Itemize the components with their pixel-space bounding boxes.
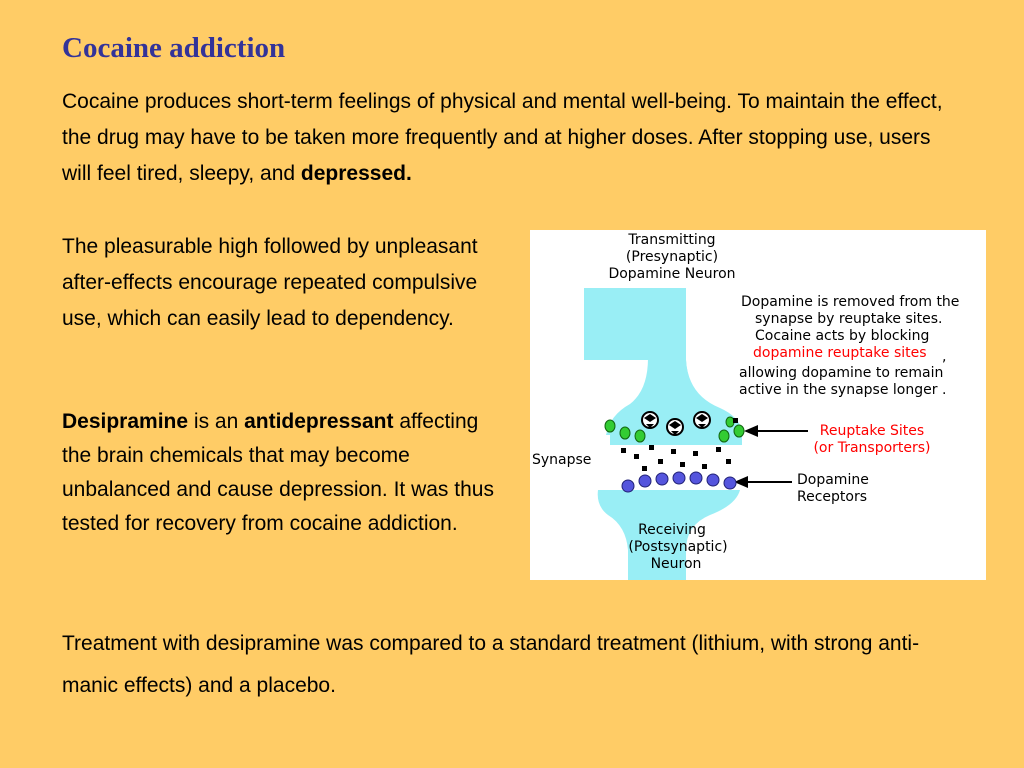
dopamine-dot <box>693 451 698 456</box>
reuptake-label-line-2: (or Transporters) <box>813 440 930 456</box>
dopamine-dot <box>702 464 707 469</box>
dopamine-receptors <box>621 471 737 493</box>
synapse-diagram: Transmitting (Presynaptic) Dopamine Neur… <box>530 230 986 580</box>
desipramine-paragraph: Desipramine is an antidepressant affecti… <box>62 405 512 541</box>
dopamine-dot <box>716 447 721 452</box>
dopamine-receptor <box>655 472 669 486</box>
intro-text: Cocaine produces short-term feelings of … <box>62 90 943 185</box>
antidepressant-term: antidepressant <box>244 410 394 433</box>
synapse-diagram-svg: Transmitting (Presynaptic) Dopamine Neur… <box>532 232 959 580</box>
cocaine-molecule <box>641 411 659 429</box>
desc-line-1: Dopamine is removed from the <box>741 294 959 310</box>
presynaptic-neuron-body <box>606 288 742 435</box>
receptor-label-line-1: Dopamine <box>797 472 869 488</box>
bottom-label-line-2: (Postsynaptic) <box>628 539 727 555</box>
dopamine-dot <box>621 448 626 453</box>
cocaine-molecule <box>693 411 711 429</box>
desc-highlight: dopamine reuptake sites <box>753 345 927 361</box>
dopamine-receptor <box>723 476 737 490</box>
dopamine-dot <box>671 449 676 454</box>
desc-line-5: active in the synapse longer . <box>739 382 946 398</box>
dopamine-dot <box>726 459 731 464</box>
postsynaptic-neuron-shape <box>597 490 740 580</box>
dependency-paragraph: The pleasurable high followed by unpleas… <box>62 235 478 330</box>
desc-line-2: synapse by reuptake sites. <box>755 311 943 327</box>
receptor-label-line-2: Receptors <box>797 489 867 505</box>
intro-paragraph: Cocaine produces short-term feelings of … <box>62 84 962 192</box>
dopamine-receptor <box>689 471 703 485</box>
desc-comma: , <box>942 349 946 365</box>
dopamine-molecules <box>621 418 738 471</box>
desipramine-text-1: is an <box>188 410 245 433</box>
slide-title: Cocaine addiction <box>62 32 286 64</box>
receptor-arrowhead <box>734 476 748 488</box>
dopamine-dot <box>649 445 654 450</box>
desc-line-3: Cocaine acts by blocking <box>755 328 929 344</box>
synapse-label: Synapse <box>532 452 591 468</box>
desc-line-4: allowing dopamine to remain <box>739 365 943 381</box>
top-label-line-2: (Presynaptic) <box>626 249 718 265</box>
top-label-line-3: Dopamine Neuron <box>608 266 735 282</box>
dopamine-dot <box>658 459 663 464</box>
reuptake-site <box>604 419 616 433</box>
reuptake-label-line-1: Reuptake Sites <box>820 423 924 439</box>
cocaine-molecule <box>666 418 684 436</box>
dopamine-dot <box>634 454 639 459</box>
reuptake-site <box>718 429 730 443</box>
dopamine-dot <box>642 466 647 471</box>
bottom-label-line-3: Neuron <box>651 556 702 572</box>
desipramine-term: Desipramine <box>62 410 189 433</box>
dopamine-receptor <box>706 473 720 487</box>
reuptake-site <box>733 424 745 438</box>
dopamine-receptor <box>672 471 686 485</box>
cocaine-molecules <box>641 411 711 436</box>
desipramine-text-2: affecting the brain chemicals that may b… <box>62 410 494 535</box>
reuptake-site <box>634 429 646 443</box>
dopamine-receptor <box>621 479 635 493</box>
treatment-paragraph: Treatment with desipramine was compared … <box>62 632 920 697</box>
dopamine-dot <box>733 418 738 423</box>
top-label-line-1: Transmitting <box>627 232 715 248</box>
bottom-label-line-1: Receiving <box>638 522 706 538</box>
reuptake-sites <box>604 416 745 443</box>
dopamine-receptor <box>638 474 652 488</box>
intro-bold-text: depressed. <box>300 162 412 185</box>
reuptake-site <box>619 426 631 440</box>
reuptake-arrowhead <box>744 425 758 437</box>
reuptake-site <box>725 416 735 428</box>
dopamine-dot <box>680 462 685 467</box>
